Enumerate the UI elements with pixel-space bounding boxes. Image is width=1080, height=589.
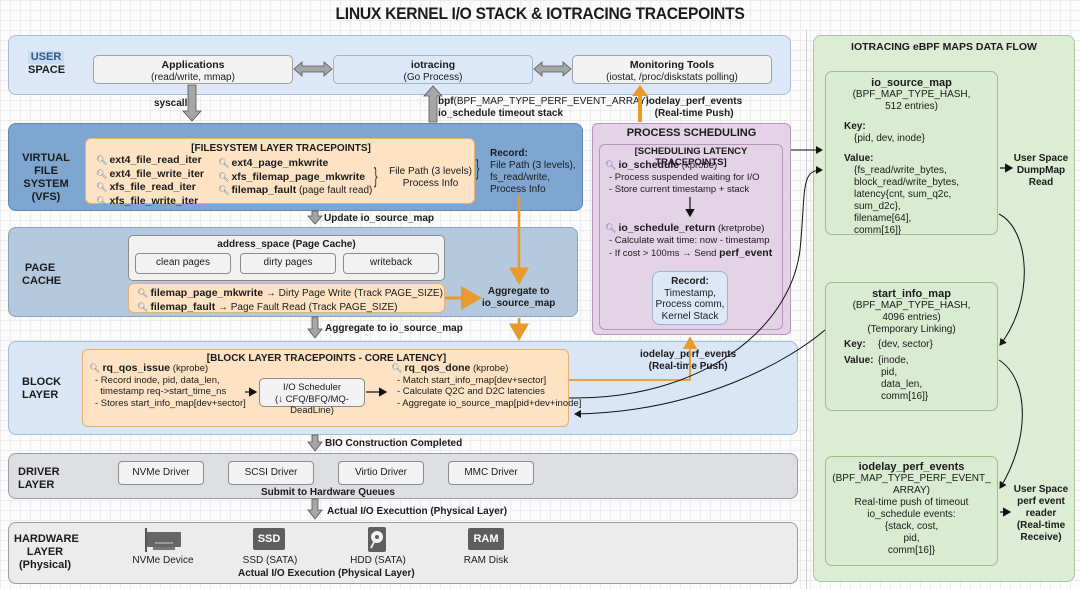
filesystem-tracepoints-box: [FILESYSTEM LAYER TRACEPOINTS] 🔍︎ext4_fi… xyxy=(85,138,475,207)
bio-completed-label: BIO Construction Completed xyxy=(325,438,463,449)
ram-disk-label: RAM Disk xyxy=(463,555,509,566)
update-io-source-map-label: Update io_source_map xyxy=(324,213,435,224)
nvme-device-label: NVMe Device xyxy=(132,555,194,566)
tracepoint-item[interactable]: 🔍︎ext4_file_read_iter xyxy=(96,154,202,166)
iodelay-perf-events-map-box[interactable]: iodelay_perf_events (BPF_MAP_TYPE_PERF_E… xyxy=(825,456,998,566)
syscall-label: syscall xyxy=(154,98,188,109)
io-schedule-return-probe[interactable]: 🔍︎io_schedule_return (kretprobe) - Calcu… xyxy=(605,222,773,259)
perf-event-reader-label: User Space perf event reader (Real-time … xyxy=(1013,484,1069,543)
io-schedule-probe[interactable]: 🔍︎io_schedule (kprobe) - Process suspend… xyxy=(605,159,760,195)
iodelay-push-label-block: iodelay_perf_events (Real-time Push) xyxy=(640,349,737,372)
block-tracepoints-title: [BLOCK LAYER TRACEPOINTS - CORE LATENCY] xyxy=(206,353,447,364)
submit-hardware-queues-label: Submit to Hardware Queues xyxy=(261,487,395,498)
magnifier-icon: 🔍︎ xyxy=(96,195,108,206)
tracepoint-item[interactable]: 🔍︎xfs_file_write_iter xyxy=(96,194,199,207)
tracepoint-item[interactable]: 🔍︎filemap_fault → Page Fault Read (Track… xyxy=(137,300,398,313)
tracepoint-item[interactable]: 🔍︎ext4_page_mkwrite xyxy=(218,157,329,169)
page-title: LINUX KERNEL I/O STACK & IOTRACING TRACE… xyxy=(335,4,745,23)
aggregate-io-source-map-label: Aggregate to io_source_map xyxy=(325,323,463,334)
magnifier-icon: 🔍︎ xyxy=(218,171,230,182)
actual-io-execution-label: Actual I/O Executtion (Physical Layer) xyxy=(327,506,508,517)
rq-qos-done-probe[interactable]: 🔍︎rq_qos_done (kprobe) - Match start_inf… xyxy=(391,362,582,409)
ram-icon: RAM xyxy=(468,528,504,550)
scsi-driver-box[interactable]: SCSI Driver xyxy=(228,461,314,485)
block-layer-label: BLOCK LAYER xyxy=(22,376,62,401)
magnifier-icon: 🔍︎ xyxy=(137,301,149,312)
vfs-capture-text: File Path (3 levels) Process Info xyxy=(389,166,472,189)
writeback-box[interactable]: writeback xyxy=(343,253,439,274)
nvme-driver-box[interactable]: NVMe Driver xyxy=(118,461,204,485)
brace-icon: } xyxy=(373,163,378,188)
vfs-tracepoints-col2: 🔍︎ext4_page_mkwrite 🔍︎xfs_filemap_page_m… xyxy=(218,157,372,198)
bpf-perf-event-label: bpf(BPF_MAP_TYPE_PERF_EVENT_ARRAY) io_sc… xyxy=(438,96,649,119)
magnifier-icon: 🔍︎ xyxy=(605,223,617,233)
scheduling-tracepoints-title: [SCHEDULING LATENCY TRACEPOINTS] xyxy=(634,146,748,168)
tracepoint-item[interactable]: 🔍︎ext4_file_write_iter xyxy=(96,167,204,180)
mmc-driver-box[interactable]: MMC Driver xyxy=(448,461,534,485)
tracepoint-item[interactable]: 🔍︎xfs_file_read_iter xyxy=(96,181,196,193)
io-scheduler-box[interactable]: I/O Scheduler (↓ CFQ/BFQ/MQ-DeadLine) xyxy=(259,378,365,416)
hardware-layer xyxy=(8,522,798,584)
magnifier-icon: 🔍︎ xyxy=(96,155,108,165)
process-scheduling-title: PROCESS SCHEDULING xyxy=(626,127,757,139)
magnifier-icon: 🔍︎ xyxy=(96,182,108,192)
page-cache-label: PAGE CACHE xyxy=(22,262,62,287)
scheduling-record-box: Record: Timestamp, Process comm, Kernel … xyxy=(652,271,728,325)
brace-icon: } xyxy=(476,155,480,180)
hdd-icon xyxy=(367,527,387,552)
tracepoint-item[interactable]: 🔍︎xfs_filemap_page_mkwrite xyxy=(218,170,366,183)
hardware-execution-label: Actual I/O Execution (Physical Layer) xyxy=(238,568,415,579)
magnifier-icon: 🔍︎ xyxy=(96,168,108,179)
vfs-tracepoints-col1: 🔍︎ext4_file_read_iter 🔍︎ext4_file_write_… xyxy=(96,154,204,208)
dumpmap-reader-label: User Space DumpMap Read xyxy=(1013,153,1069,188)
magnifier-icon: 🔍︎ xyxy=(137,288,149,298)
dirty-pages-box[interactable]: dirty pages xyxy=(240,253,336,274)
page-cache-tracepoints-box: 🔍︎filemap_page_mkwrite → Dirty Page Writ… xyxy=(128,283,445,313)
tracepoint-item[interactable]: 🔍︎filemap_fault (page fault read) xyxy=(218,184,373,196)
tracepoint-item[interactable]: 🔍︎filemap_page_mkwrite → Dirty Page Writ… xyxy=(137,287,443,299)
magnifier-icon: 🔍︎ xyxy=(218,158,230,168)
filesystem-tracepoints-title: [FILESYSTEM LAYER TRACEPOINTS] xyxy=(191,143,371,154)
io-source-map-box[interactable]: io_source_map (BPF_MAP_TYPE_HASH, 512 en… xyxy=(825,71,998,236)
panel-divider xyxy=(806,30,807,589)
magnifier-icon: 🔍︎ xyxy=(218,185,230,195)
applications-box[interactable]: Applications (read/write, mmap) xyxy=(93,55,293,84)
ssd-label: SSD (SATA) xyxy=(242,555,298,566)
ebpf-maps-title: IOTRACING eBPF MAPS DATA FLOW xyxy=(851,41,1037,53)
virtio-driver-box[interactable]: Virtio Driver xyxy=(338,461,424,485)
monitoring-tools-box[interactable]: Monitoring Tools (iostat, /proc/diskstat… xyxy=(572,55,772,84)
clean-pages-box[interactable]: clean pages xyxy=(135,253,231,274)
rq-qos-issue-probe[interactable]: 🔍︎rq_qos_issue (kprobe) - Record inode, … xyxy=(89,362,246,409)
hardware-layer-label: HARDWARE LAYER (Physical) xyxy=(14,533,79,571)
iodelay-push-label-top: iodelay_perf_events (Real-time Push) xyxy=(646,96,743,119)
start-info-map-box[interactable]: start_info_map (BPF_MAP_TYPE_HASH, 4096 … xyxy=(825,282,998,411)
driver-layer-label: DRIVER LAYER xyxy=(18,466,60,491)
ssd-icon: SSD xyxy=(253,528,285,550)
magnifier-icon: 🔍︎ xyxy=(89,363,101,373)
hdd-label: HDD (SATA) xyxy=(350,555,406,566)
aggregate-right-label: Aggregate to io_source_map xyxy=(482,286,556,309)
user-space-label: USER SPACE xyxy=(28,51,66,76)
magnifier-icon: 🔍︎ xyxy=(391,363,403,373)
vfs-record-text: Record: File Path (3 levels), fs_read/wr… xyxy=(490,148,576,195)
nvme-card-icon xyxy=(143,528,183,552)
vfs-label: VIRTUAL FILE SYSTEM (VFS) xyxy=(22,152,70,203)
magnifier-icon: 🔍︎ xyxy=(605,160,617,170)
iotracing-box[interactable]: iotracing (Go Process) xyxy=(333,55,533,84)
